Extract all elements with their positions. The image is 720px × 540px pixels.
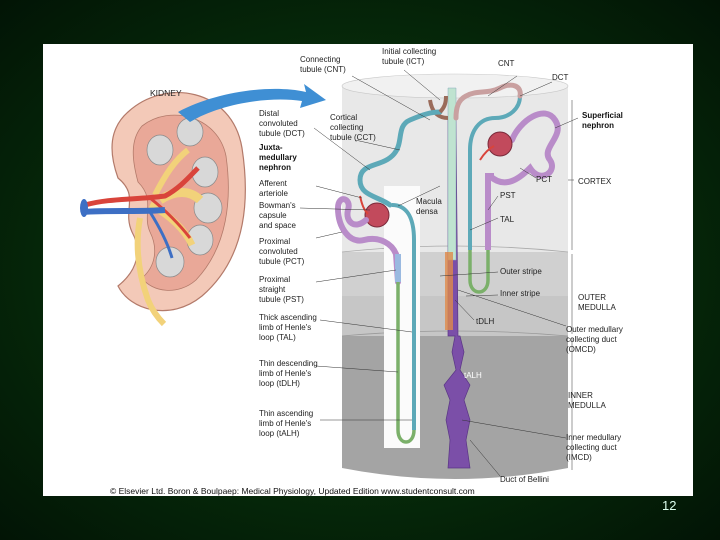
juxta-tal xyxy=(391,203,416,430)
label-thin-asc-2: limb of Henle's xyxy=(259,419,311,428)
label-inner-stripe: Inner stripe xyxy=(500,289,541,298)
label-dct-top: DCT xyxy=(552,73,569,82)
zoom-arrow xyxy=(178,84,326,122)
cortical-collecting-duct xyxy=(447,87,457,261)
label-kidney: KIDNEY xyxy=(150,88,182,98)
label-inner-medulla-1: INNER xyxy=(568,391,593,400)
superficial-glomerulus xyxy=(487,131,513,157)
label-initial-collecting-2: tubule (ICT) xyxy=(382,57,425,66)
label-outer-medulla-1: OUTER xyxy=(578,293,606,302)
label-juxta-1: Juxta- xyxy=(259,143,283,152)
superficial-pst xyxy=(485,173,494,250)
label-omcd-3: (OMCD) xyxy=(566,345,596,354)
copyright-credit: © Elsevier Ltd. Boron & Boulpaep: Medica… xyxy=(110,486,475,496)
superficial-afferent xyxy=(479,145,495,161)
label-bowman-2: capsule xyxy=(259,211,287,220)
label-inner-medulla-2: MEDULLA xyxy=(568,401,606,410)
superficial-pct xyxy=(487,110,561,186)
label-superficial-2: nephron xyxy=(582,121,614,130)
medulla-bottom xyxy=(342,468,568,479)
label-bowman-3: and space xyxy=(259,221,296,230)
label-tal-right: TAL xyxy=(500,215,515,224)
label-imcd-1: Inner medullary xyxy=(566,433,621,442)
label-cortical-3: tubule (CCT) xyxy=(330,133,376,142)
superficial-tal xyxy=(468,95,522,250)
label-outer-medulla-2: MEDULLA xyxy=(578,303,616,312)
tal-band xyxy=(445,252,453,330)
label-afferent-1: Afferent xyxy=(259,179,288,188)
label-imcd-3: (IMCD) xyxy=(566,453,592,462)
leader-lines xyxy=(299,69,579,477)
label-cortical-1: Cortical xyxy=(330,113,357,122)
label-macula-2: densa xyxy=(416,207,438,216)
label-cnt: CNT xyxy=(498,59,515,68)
label-cortical-2: collecting xyxy=(330,123,363,132)
label-prox-conv-3: tubule (PCT) xyxy=(259,257,305,266)
label-pct-right: PCT xyxy=(536,175,552,184)
label-thin-desc-1: Thin descending xyxy=(259,359,318,368)
label-juxta-2: medullary xyxy=(259,153,297,162)
label-thick-asc-2: limb of Henle's xyxy=(259,323,311,332)
kidney-illustration xyxy=(80,92,246,327)
label-omcd-1: Outer medullary xyxy=(566,325,623,334)
label-macula-1: Macula xyxy=(416,197,442,206)
label-distal-2: convoluted xyxy=(259,119,298,128)
juxta-afferent xyxy=(359,195,369,215)
label-thin-desc-2: limb of Henle's xyxy=(259,369,311,378)
label-outer-stripe: Outer stripe xyxy=(500,267,542,276)
label-bellini: Duct of Bellini xyxy=(500,475,549,484)
label-prox-str-3: tubule (PST) xyxy=(259,295,304,304)
label-connecting-2: tubule (CNT) xyxy=(300,65,346,74)
juxta-dct xyxy=(357,109,443,208)
label-imcd-2: collecting duct xyxy=(566,443,617,452)
label-prox-conv-2: convoluted xyxy=(259,247,298,256)
label-juxta-3: nephron xyxy=(259,163,291,172)
label-superficial-1: Superficial xyxy=(582,111,623,120)
label-talh: tALH xyxy=(464,371,482,380)
label-initial-collecting-1: Initial collecting xyxy=(382,47,436,56)
label-tdlh-right: tDLH xyxy=(476,317,494,326)
label-prox-str-2: straight xyxy=(259,285,286,294)
label-distal-1: Distal xyxy=(259,109,279,118)
juxta-tdlh xyxy=(396,282,416,444)
superficial-dct xyxy=(453,82,523,121)
superficial-tdlh xyxy=(468,250,490,294)
juxta-pct xyxy=(334,196,401,285)
label-connecting-1: Connecting xyxy=(300,55,340,64)
label-thick-asc-1: Thick ascending xyxy=(259,313,317,322)
label-distal-3: tubule (DCT) xyxy=(259,129,305,138)
juxta-glomerulus xyxy=(364,202,390,228)
label-prox-conv-1: Proximal xyxy=(259,237,290,246)
label-prox-str-1: Proximal xyxy=(259,275,290,284)
label-thin-asc-3: loop (tALH) xyxy=(259,429,300,438)
page-number: 12 xyxy=(662,498,677,513)
label-thin-asc-1: Thin ascending xyxy=(259,409,313,418)
label-thin-desc-3: loop (tDLH) xyxy=(259,379,300,388)
label-bowman-1: Bowman's xyxy=(259,201,296,210)
label-afferent-2: arteriole xyxy=(259,189,288,198)
label-omcd-2: collecting duct xyxy=(566,335,617,344)
juxta-cnt xyxy=(438,95,448,114)
label-pst-right: PST xyxy=(500,191,516,200)
label-thick-asc-3: loop (TAL) xyxy=(259,333,296,342)
label-cortex: CORTEX xyxy=(578,177,612,186)
